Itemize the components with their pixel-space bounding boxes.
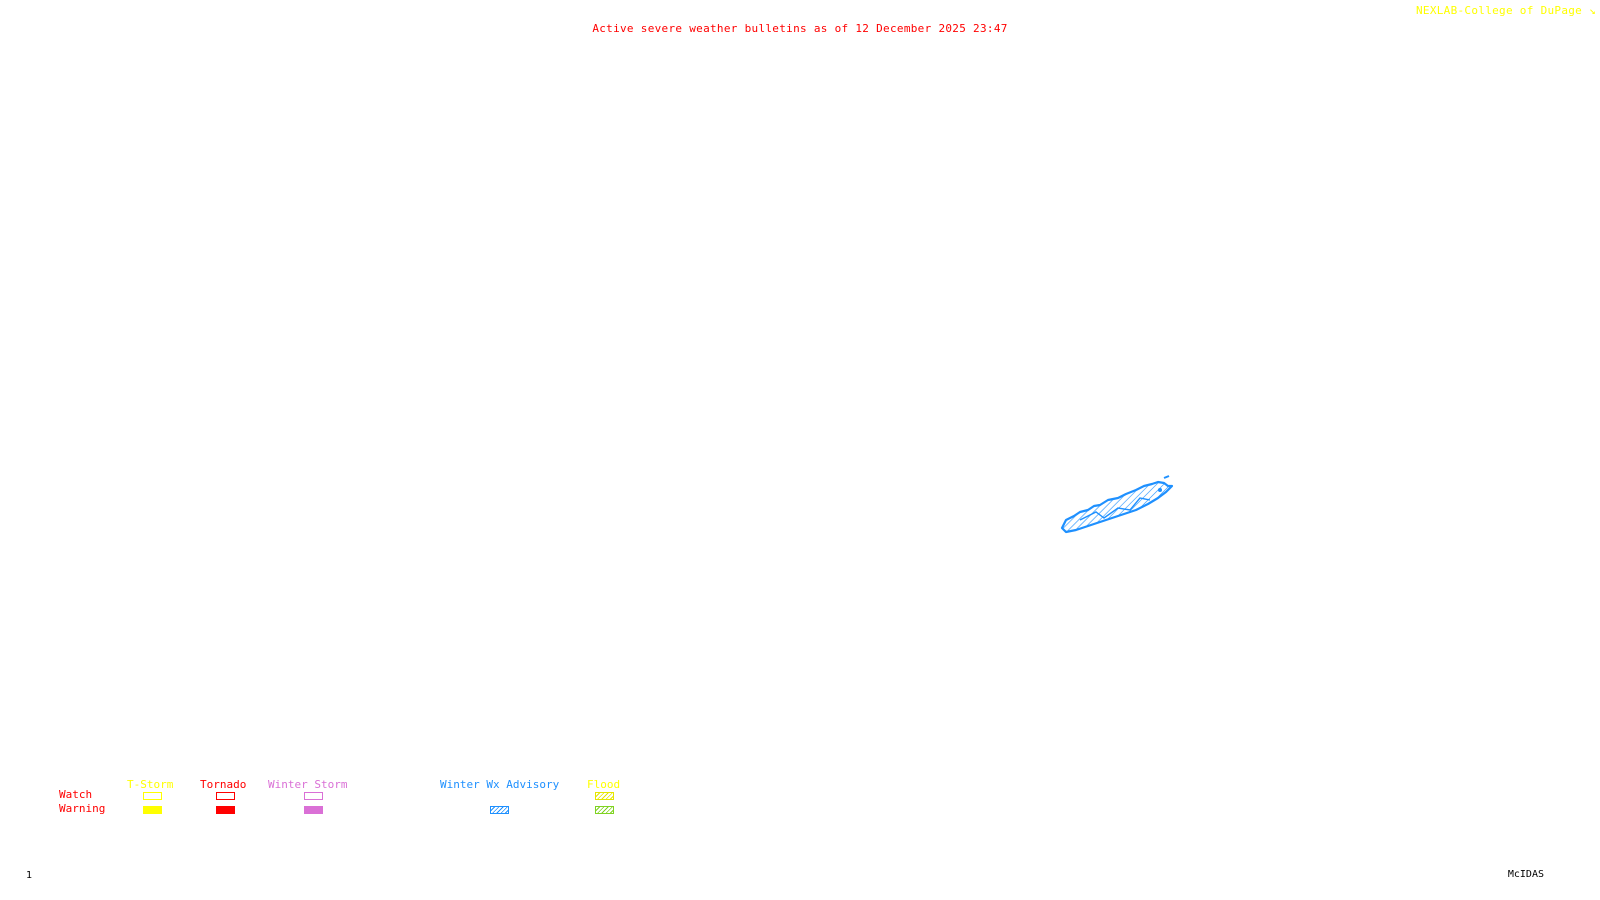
legend-header-flood: Flood	[587, 778, 621, 791]
legend-header-winter-storm: Winter Storm	[268, 778, 348, 791]
frame-number: 1	[26, 870, 33, 881]
page-title: Active severe weather bulletins as of 12…	[592, 22, 1008, 35]
legend-swatch-flood-watch	[595, 792, 614, 800]
legend-swatch-tstorm-watch	[143, 792, 162, 800]
advisory-polygon-long-island[interactable]	[1060, 475, 1174, 534]
legend-swatch-tstorm-warning	[143, 806, 162, 814]
arrow-logo-icon: ↘	[1589, 4, 1596, 17]
legend-swatch-winter-wx-advisory	[490, 806, 509, 814]
legend-row-warning: Warning	[59, 802, 106, 815]
legend-header-winter-wx-advisory: Winter Wx Advisory	[440, 778, 560, 791]
credit-text: NEXLAB-College of DuPage	[1415, 4, 1583, 17]
legend-swatch-winter-storm-watch	[304, 792, 323, 800]
legend-swatch-flood-warning	[595, 806, 614, 814]
credit-label: NEXLAB-College of DuPage ↘	[1416, 4, 1596, 17]
software-label: McIDAS	[1507, 869, 1544, 880]
legend-swatch-tornado-warning	[216, 806, 235, 814]
legend-swatch-winter-storm-warning	[304, 806, 323, 814]
legend-header-tornado: Tornado	[200, 778, 247, 791]
legend-swatch-tornado-watch	[216, 792, 235, 800]
legend-header-tstorm: T-Storm	[127, 778, 174, 791]
legend-row-watch: Watch	[59, 788, 93, 801]
